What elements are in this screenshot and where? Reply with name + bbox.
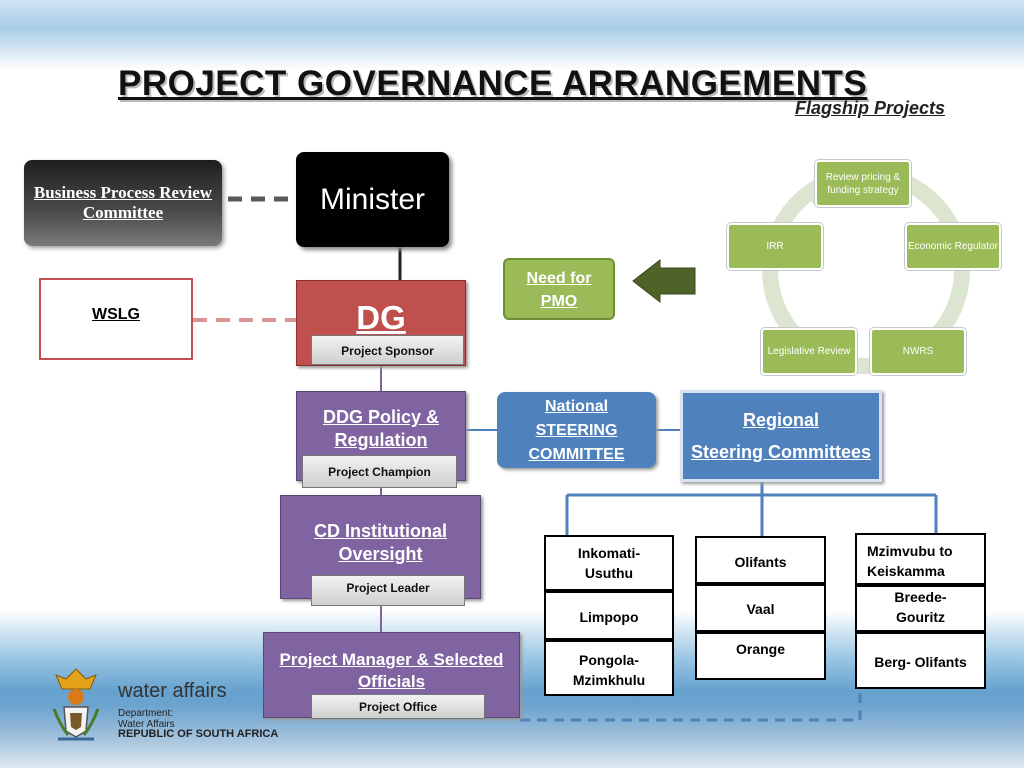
cycle-node-economic-regulator: Economic Regulator (904, 222, 1002, 271)
national-line-1: National (544, 398, 609, 415)
water-background-top (0, 0, 1024, 70)
cycle-node-legislative-review: Legislative Review (760, 327, 858, 376)
coat-of-arms-icon (52, 668, 100, 741)
project-champion-label: Project Champion (302, 455, 457, 488)
dg-label: DG (356, 299, 406, 336)
ddg-line-2: Regulation (334, 430, 428, 450)
pmo-line-1: Need for (526, 270, 592, 287)
national-steering-committee: National STEERING COMMITTEE (497, 392, 656, 468)
minister-box: Minister (296, 152, 449, 247)
catchment-breede-gouritz: Breede-Gouritz (855, 585, 986, 632)
cycle-arrowhead (800, 176, 818, 208)
regional-line-2: Steering Committees (690, 442, 872, 462)
regional-line-1: Regional (742, 410, 819, 430)
page-title: PROJECT GOVERNANCE ARRANGEMENTS (118, 64, 868, 103)
national-line-3: COMMITTEE (528, 446, 625, 463)
catchment-pongola-mzimkhulu: Pongola-Mzimkhulu (544, 640, 674, 696)
cycle-node-irr: IRR (726, 222, 824, 271)
business-process-review-committee: Business Process Review Committee (24, 160, 222, 246)
pm-line-1: Project Manager & Selected (279, 650, 504, 669)
project-leader-label: Project Leader (311, 575, 465, 606)
catchment-olifants: Olifants (695, 536, 826, 584)
ddg-line-1: DDG Policy & (322, 407, 440, 427)
cycle-node-review-pricing: Review pricing & funding strategy (814, 159, 912, 208)
logo-water-affairs: water affairs (118, 680, 227, 702)
project-office-label: Project Office (311, 694, 485, 719)
pmo-arrow (632, 258, 696, 304)
national-line-2: STEERING (535, 422, 618, 439)
catchment-limpopo: Limpopo (544, 591, 674, 640)
catchment-inkomati-usuthu: Inkomati-Usuthu (544, 535, 674, 591)
catchment-berg-olifants: Berg- Olifants (855, 632, 986, 689)
logo-department: Department: Water Affairs (118, 708, 175, 730)
regional-steering-committees: Regional Steering Committees (680, 390, 882, 482)
logo-dept-line-2: Water Affairs (118, 719, 175, 730)
catchment-mzimvubu-keiskamma: Mzimvubu to Keiskamma (855, 533, 986, 585)
pm-catchment-connector (520, 690, 862, 722)
catchment-vaal: Vaal (695, 584, 826, 632)
cycle-node-nwrs: NWRS (869, 327, 967, 376)
logo-country: REPUBLIC OF SOUTH AFRICA (118, 728, 279, 740)
cd-line-1: CD Institutional (314, 521, 447, 541)
pm-line-2: Officials (357, 672, 426, 691)
page-subtitle: Flagship Projects (795, 98, 946, 118)
need-for-pmo-box: Need for PMO (503, 258, 615, 320)
pmo-line-2: PMO (540, 293, 578, 310)
project-sponsor-label: Project Sponsor (311, 335, 464, 365)
wslg-box: WSLG (39, 278, 193, 360)
catchment-orange: Orange (695, 632, 826, 680)
logo-dept-line-1: Department: (118, 708, 174, 719)
cd-line-2: Oversight (338, 544, 423, 564)
